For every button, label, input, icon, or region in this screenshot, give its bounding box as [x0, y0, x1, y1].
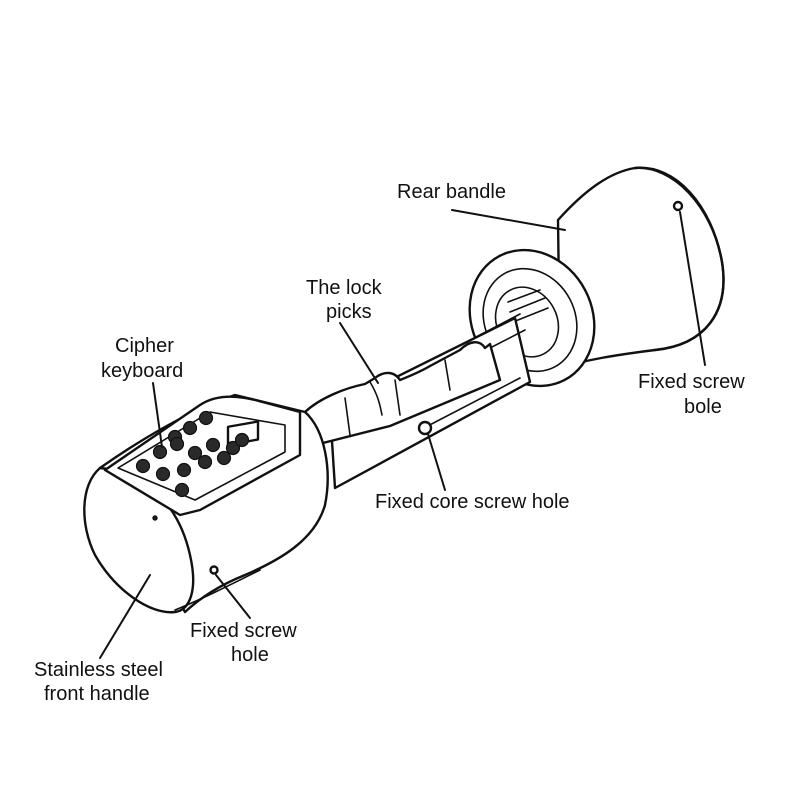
leader-front-screw: [215, 574, 251, 619]
leader-cipher-keyboard: [152, 382, 163, 448]
leader-lines: [99, 209, 706, 659]
label-rear-handle: Rear bandle: [397, 181, 506, 203]
label-fixed-screw-hole-line1: Fixed screw: [190, 620, 297, 642]
leader-rear-handle: [451, 209, 566, 231]
label-fixed-screw-bole-line1: Fixed screw: [638, 371, 745, 393]
label-cipher-keyboard-line2: keyboard: [101, 360, 183, 382]
label-fixed-screw-bole-line2: bole: [684, 396, 722, 418]
cipher-keyboard: [103, 395, 302, 517]
label-front-handle-line2: front handle: [44, 683, 150, 705]
keypad-buttons: [135, 410, 250, 498]
callout-labels: Rear bandle The lock picks Cipher keyboa…: [34, 181, 745, 705]
fixed-core-screw-hole: [417, 420, 433, 436]
label-lock-picks-line2: picks: [326, 301, 372, 323]
label-lock-picks-line1: The lock: [306, 277, 383, 299]
leader-front-handle: [99, 574, 151, 659]
label-fixed-screw-hole-line2: hole: [231, 644, 269, 666]
front-fixed-screw-hole: [209, 565, 219, 575]
label-fixed-core-screw-hole: Fixed core screw hole: [375, 491, 570, 513]
lock-picks: [303, 341, 502, 447]
label-cipher-keyboard-line1: Cipher: [115, 335, 174, 357]
leader-core-screw: [427, 433, 446, 491]
rear-fixed-screw-hole: [672, 200, 684, 212]
leader-rear-screw: [679, 211, 706, 366]
leader-lock-picks: [339, 322, 379, 384]
label-front-handle-line1: Stainless steel: [34, 659, 163, 681]
